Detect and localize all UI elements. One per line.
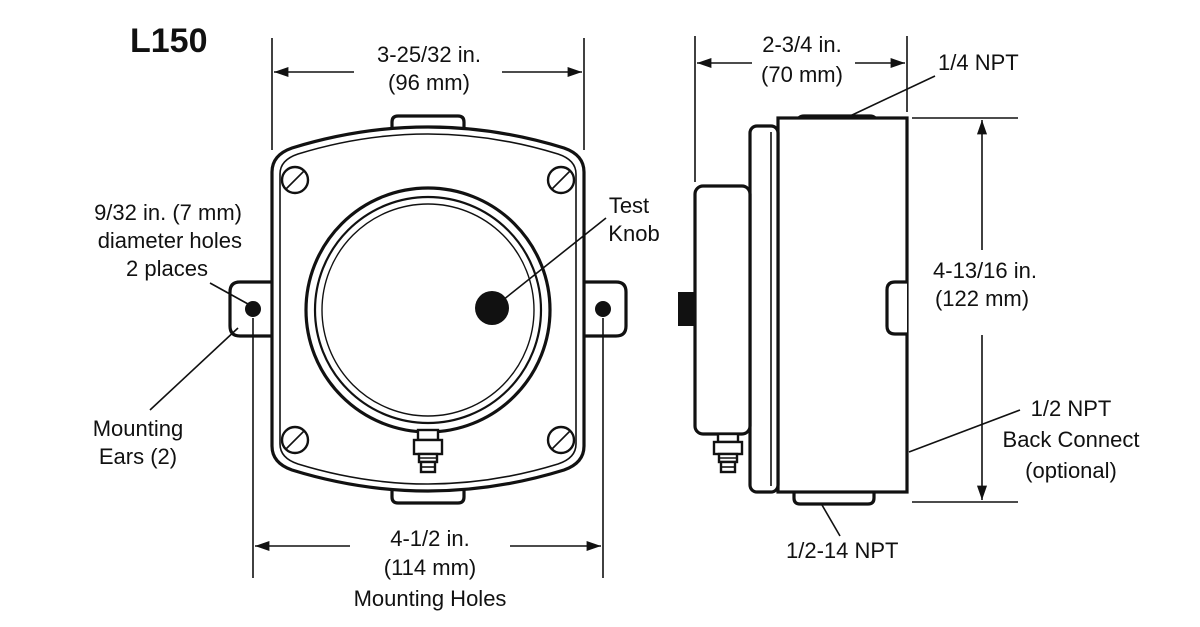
test-knob-side <box>678 292 695 326</box>
mounting-holes-dim-caption: Mounting Holes <box>354 586 507 611</box>
width-dim-label-mm: (96 mm) <box>388 70 470 95</box>
back-connect-line2: Back Connect <box>1003 427 1140 452</box>
dial-cover <box>693 184 752 436</box>
front-view: 3-25/32 in. (96 mm) 9/32 in. (7 mm) diam… <box>93 38 660 611</box>
body-inner-outline <box>279 133 577 485</box>
holes-note-line2: diameter holes <box>98 228 242 253</box>
model-title: L150 <box>130 22 208 60</box>
test-knob-leader <box>502 217 607 301</box>
screw-icon <box>280 165 310 195</box>
depth-dim-label-mm: (70 mm) <box>761 62 843 87</box>
bottom-port-leader <box>821 504 841 537</box>
left-mounting-hole <box>245 301 261 317</box>
back-connect-leader <box>908 409 1021 453</box>
test-knob-line2: Knob <box>608 221 659 246</box>
bottom-fitting <box>412 428 444 474</box>
side-view: 2-3/4 in. (70 mm) 1/4 NPT 4-13/16 in. (1… <box>678 32 1139 563</box>
top-tab <box>390 114 466 128</box>
width-dim-label: 3-25/32 in. <box>377 42 481 67</box>
dial-outer-ring <box>304 186 552 434</box>
back-connect-line1: 1/2 NPT <box>1031 396 1112 421</box>
side-bottom-fitting <box>712 432 744 474</box>
bottom-port-label: 1/2-14 NPT <box>786 538 899 563</box>
back-connect-boss <box>885 280 907 336</box>
screw-icon <box>546 425 576 455</box>
holes-note-line1: 9/32 in. (7 mm) <box>94 200 242 225</box>
height-dim-label-mm: (122 mm) <box>935 286 1029 311</box>
front-bezel <box>748 124 780 494</box>
test-knob-line1: Test <box>609 193 649 218</box>
mounting-ears-leader <box>149 327 239 411</box>
mounting-holes-dim-label-mm: (114 mm) <box>384 555 477 580</box>
right-mounting-hole <box>595 301 611 317</box>
screw-icon <box>546 165 576 195</box>
top-port-leader <box>849 75 936 117</box>
dial-face <box>321 203 535 417</box>
height-dim-label: 4-13/16 in. <box>933 258 1037 283</box>
mounting-ears-line2: Ears (2) <box>99 444 177 469</box>
holes-note-line3: 2 places <box>126 256 208 281</box>
holes-leader <box>209 282 249 305</box>
dial-mid-ring <box>313 195 543 425</box>
screw-icon <box>280 425 310 455</box>
mounting-holes-dim-label: 4-1/2 in. <box>390 526 470 551</box>
bottom-tab <box>390 490 466 505</box>
mounting-ears-line1: Mounting <box>93 416 184 441</box>
depth-dim-label: 2-3/4 in. <box>762 32 842 57</box>
top-port-label: 1/4 NPT <box>938 50 1019 75</box>
test-knob <box>475 291 509 325</box>
back-connect-line3: (optional) <box>1025 458 1117 483</box>
bottom-port <box>792 492 876 506</box>
